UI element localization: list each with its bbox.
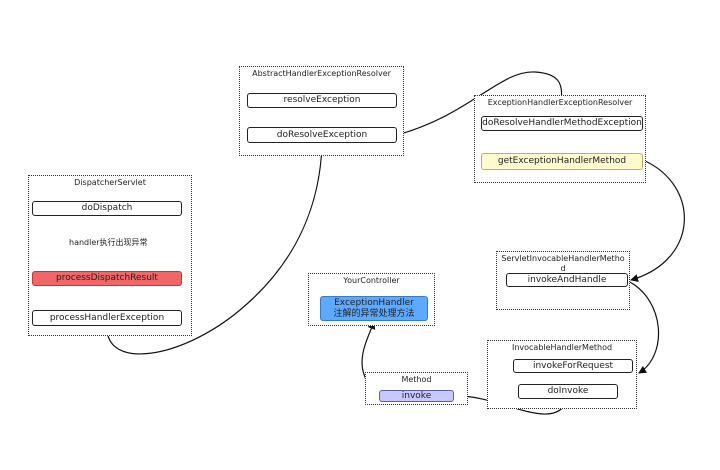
group-title: InvocableHandlerMethod: [511, 343, 613, 352]
edge-invokeandhandle-to-invokeforrequest: [627, 280, 660, 374]
edge-getexceptionhandlermethod-to-invokeandhandle: [630, 159, 685, 282]
node-do-dispatch: doDispatch: [32, 201, 182, 216]
node-invoke: invoke: [379, 390, 454, 402]
group-title: Method: [401, 375, 432, 384]
node-do-resolve-handler-method-exception: doResolveHandlerMethodException: [481, 116, 643, 131]
node-process-dispatch-result: processDispatchResult: [32, 271, 182, 286]
group-title: DispatcherServlet: [74, 178, 146, 187]
node-do-resolve-exception: doResolveException: [247, 127, 397, 143]
node-resolve-exception: resolveException: [247, 93, 397, 108]
group-title: YourController: [343, 276, 400, 285]
group-title: ExceptionHandlerExceptionResolver: [487, 98, 633, 107]
group-title: ServletInvocableHandlerMetho d: [501, 254, 625, 273]
node-do-invoke: doInvoke: [518, 384, 618, 399]
edge-doresolveexception-to-doresolvehandlermethodexception: [396, 71, 565, 136]
node-exception-handler: ExceptionHandler 注解的异常处理方法: [320, 296, 428, 321]
node-process-handler-exception: processHandlerException: [32, 310, 182, 326]
node-get-exception-handler-method: getExceptionHandlerMethod: [481, 153, 643, 170]
group-title: AbstractHandlerExceptionResolver: [252, 69, 391, 78]
node-invoke-and-handle: invokeAndHandle: [506, 273, 628, 287]
edge-processhandlerexception-to-doresolveexception: [106, 144, 326, 355]
edge-label-handler-exception: handler执行出现异常: [68, 238, 149, 248]
node-invoke-for-request: invokeForRequest: [513, 359, 633, 373]
